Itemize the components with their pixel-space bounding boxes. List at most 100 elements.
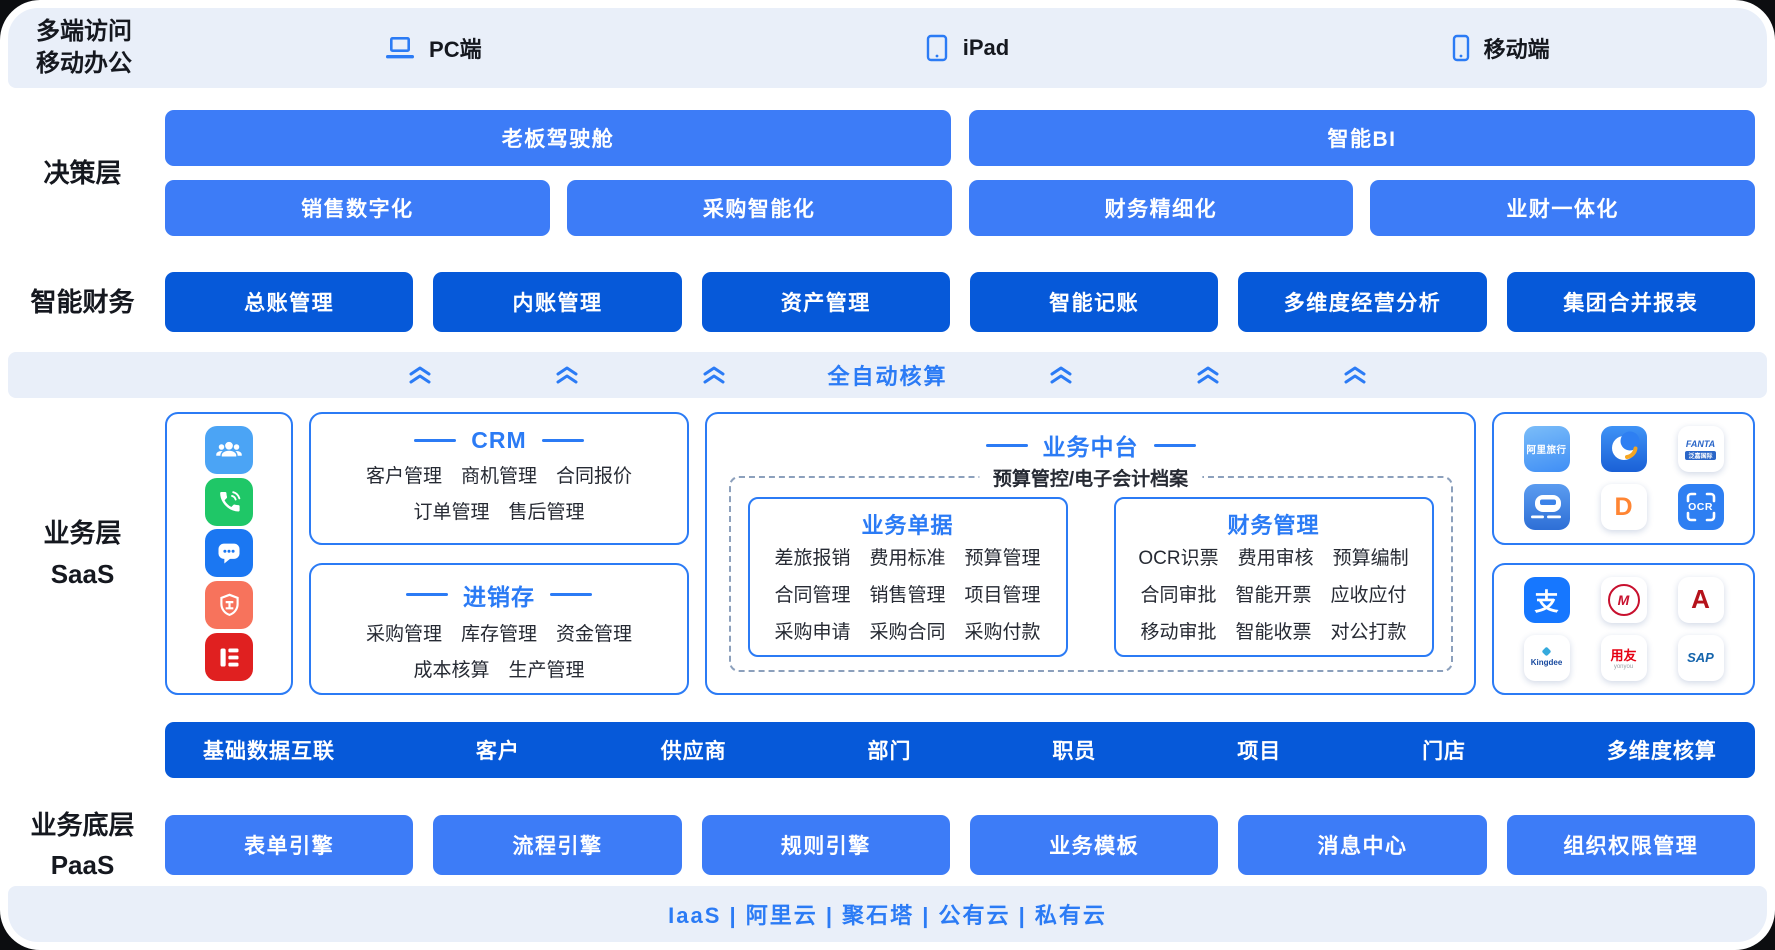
shield-icon (219, 593, 239, 616)
auto-accounting-band: 全自动核算 (8, 352, 1767, 398)
inventory-items: 采购管理 库存管理 资金管理 成本核算 生产管理 (366, 617, 632, 689)
ctrip-icon (1600, 426, 1647, 473)
alipay-icon-text: 支 (1534, 589, 1559, 617)
contacts-app-icon (205, 425, 253, 474)
saas-layer-label-line2: SaaS (50, 558, 115, 589)
business-docs-items: 差旅报销 费用标准 预算管理 合同管理 销售管理 项目管理 采购申请 采购合同 … (750, 540, 1066, 651)
data-bar-item-multidim: 多维度核算 (1606, 740, 1717, 763)
block-general-ledger: 总账管理 (165, 272, 414, 332)
decision-row-2: 销售数字化 采购智能化 财务精细化 业财一体化 (165, 180, 1755, 236)
laptop-icon (386, 37, 415, 59)
crm-items: 客户管理 商机管理 合同报价 订单管理 售后管理 (366, 459, 632, 531)
base-data-bar: 基础数据互联 客户 供应商 部门 职员 项目 门店 多维度核算 (165, 722, 1755, 778)
crm-line-2: 订单管理 售后管理 (413, 502, 585, 523)
finance-partners-panel: 支 M A Kingdee 用友 yonyou (1492, 562, 1755, 695)
auto-accounting-label: 全自动核算 (827, 364, 948, 389)
cmb-icon-text: M (1617, 591, 1630, 608)
block-group-consolidated-report: 集团合并报表 (1506, 272, 1755, 332)
tablet-icon (926, 34, 947, 62)
chat-bubble-icon (218, 544, 240, 564)
train-ticket-icon (1523, 484, 1570, 531)
data-bar-item-project: 项目 (1237, 740, 1282, 763)
crm-inventory-column: CRM 客户管理 商机管理 合同报价 订单管理 售后管理 进销存 采购管理 库存… (309, 412, 689, 695)
chevron-group-left (407, 365, 727, 385)
didi-icon: D (1600, 484, 1647, 531)
business-docs-line-2: 合同管理 销售管理 项目管理 (774, 585, 1041, 606)
yonyou-icon-text: 用友 (1610, 648, 1637, 664)
call-app-icon (205, 477, 253, 526)
block-form-engine: 表单引擎 (165, 815, 414, 875)
crm-title: CRM (414, 427, 583, 454)
budget-archive-label: 预算管控/电子会计档案 (978, 464, 1203, 491)
fanta-icon-text: FANTA (1685, 438, 1716, 449)
chevron-up-icon (1344, 366, 1365, 384)
device-ipad-label: iPad (962, 35, 1010, 60)
data-bar-item-department: 部门 (867, 740, 912, 763)
finance-mgmt-line-1: OCR识票 费用审核 预算编制 (1138, 548, 1409, 569)
device-pc: PC端 (166, 32, 700, 64)
chevron-up-icon (556, 366, 578, 384)
inventory-line-2: 成本核算 生产管理 (413, 659, 585, 681)
cmb-bank-icon: M (1600, 576, 1647, 623)
finance-mgmt-line-2: 合同审批 智能开票 应收应付 (1140, 585, 1407, 606)
middle-platform-panel: 业务中台 预算管控/电子会计档案 业务单据 差旅报销 费用标准 预算管理 合同管… (705, 412, 1476, 695)
block-workflow-engine: 流程引擎 (433, 815, 682, 875)
scan-frame-icon (1686, 493, 1715, 522)
chat-app-icon (205, 529, 253, 578)
decision-row-1: 老板驾驶舱 智能BI (165, 110, 1755, 166)
kingdee-dot (1541, 646, 1552, 657)
alitrip-icon-text: 阿里旅行 (1526, 445, 1567, 457)
business-docs-line-1: 差旅报销 费用标准 预算管理 (774, 548, 1041, 569)
finance-mgmt-title: 财务管理 (1227, 513, 1320, 538)
ocr-icon-text: OCR (1688, 501, 1713, 514)
data-bar-item-staff: 职员 (1052, 740, 1097, 763)
expense-list-app-icon (205, 633, 253, 682)
people-group-icon (216, 441, 242, 457)
saas-layer-label: 业务层 SaaS (0, 412, 165, 695)
sap-icon: SAP (1677, 634, 1724, 681)
block-boss-cockpit: 老板驾驶舱 (165, 110, 951, 166)
cmb-ring: M (1607, 583, 1640, 616)
data-bar-item-supplier: 供应商 (660, 740, 727, 763)
smartphone-icon (1452, 34, 1469, 62)
paas-layer-label-line1: 业务底层 (30, 809, 135, 840)
saas-layer-label-line1: 业务层 (43, 518, 122, 549)
security-app-icon (205, 581, 253, 630)
data-bar-item-interconnect: 基础数据互联 (203, 740, 335, 763)
inventory-title: 进销存 (406, 578, 592, 612)
didi-icon-text: D (1614, 492, 1633, 521)
middle-platform-title: 业务中台 (986, 428, 1196, 462)
train-icon (1530, 495, 1561, 519)
block-business-template: 业务模板 (969, 815, 1219, 875)
crm-panel: CRM 客户管理 商机管理 合同报价 订单管理 售后管理 (309, 412, 689, 545)
alitrip-icon: 阿里旅行 (1523, 426, 1570, 473)
budget-archive-dashed-box: 预算管控/电子会计档案 业务单据 差旅报销 费用标准 预算管理 合同管理 销售管… (728, 464, 1453, 672)
block-asset-mgmt: 资产管理 (701, 272, 950, 332)
multi-terminal-band: 多端访问 移动办公 PC端 iPad (8, 8, 1767, 88)
finance-mgmt-panel: 财务管理 OCR识票 费用审核 预算编制 合同审批 智能开票 应收应付 移动审批… (1113, 497, 1434, 657)
block-internal-ledger: 内账管理 (433, 272, 682, 332)
inventory-panel: 进销存 采购管理 库存管理 资金管理 成本核算 生产管理 (309, 562, 689, 695)
data-bar-item-store: 门店 (1422, 740, 1467, 763)
block-finance-refined: 财务精细化 (968, 180, 1354, 236)
yonyou-icon: 用友 yonyou (1600, 634, 1647, 681)
finance-mgmt-line-3: 移动审批 智能收票 对公打款 (1140, 622, 1407, 643)
block-procure-intelligent: 采购智能化 (566, 180, 952, 236)
list-icon (220, 648, 238, 667)
chevron-up-icon (703, 366, 725, 384)
kingdee-icon-text: Kingdee (1530, 658, 1563, 668)
multi-terminal-label: 多端访问 移动办公 (8, 16, 166, 81)
dolphin-icon (1611, 431, 1639, 461)
device-mobile-label: 移动端 (1483, 37, 1550, 62)
middle-platform-subpanels: 业务单据 差旅报销 费用标准 预算管理 合同管理 销售管理 项目管理 采购申请 … (731, 478, 1451, 657)
data-bar-item-customer: 客户 (475, 740, 520, 763)
app-icons-panel (165, 412, 293, 695)
paas-row: 表单引擎 流程引擎 规则引擎 业务模板 消息中心 组织权限管理 (165, 815, 1755, 875)
device-ipad: iPad (700, 32, 1234, 64)
block-org-permission: 组织权限管理 (1506, 815, 1755, 875)
bank-a-icon-text: A (1691, 584, 1710, 615)
fanta-icon: FANTA 泛嘉国际 (1677, 426, 1724, 473)
business-docs-line-3: 采购申请 采购合同 采购付款 (774, 622, 1041, 643)
block-sales-digital: 销售数字化 (165, 180, 550, 236)
device-list: PC端 iPad 移动端 (166, 32, 1767, 64)
